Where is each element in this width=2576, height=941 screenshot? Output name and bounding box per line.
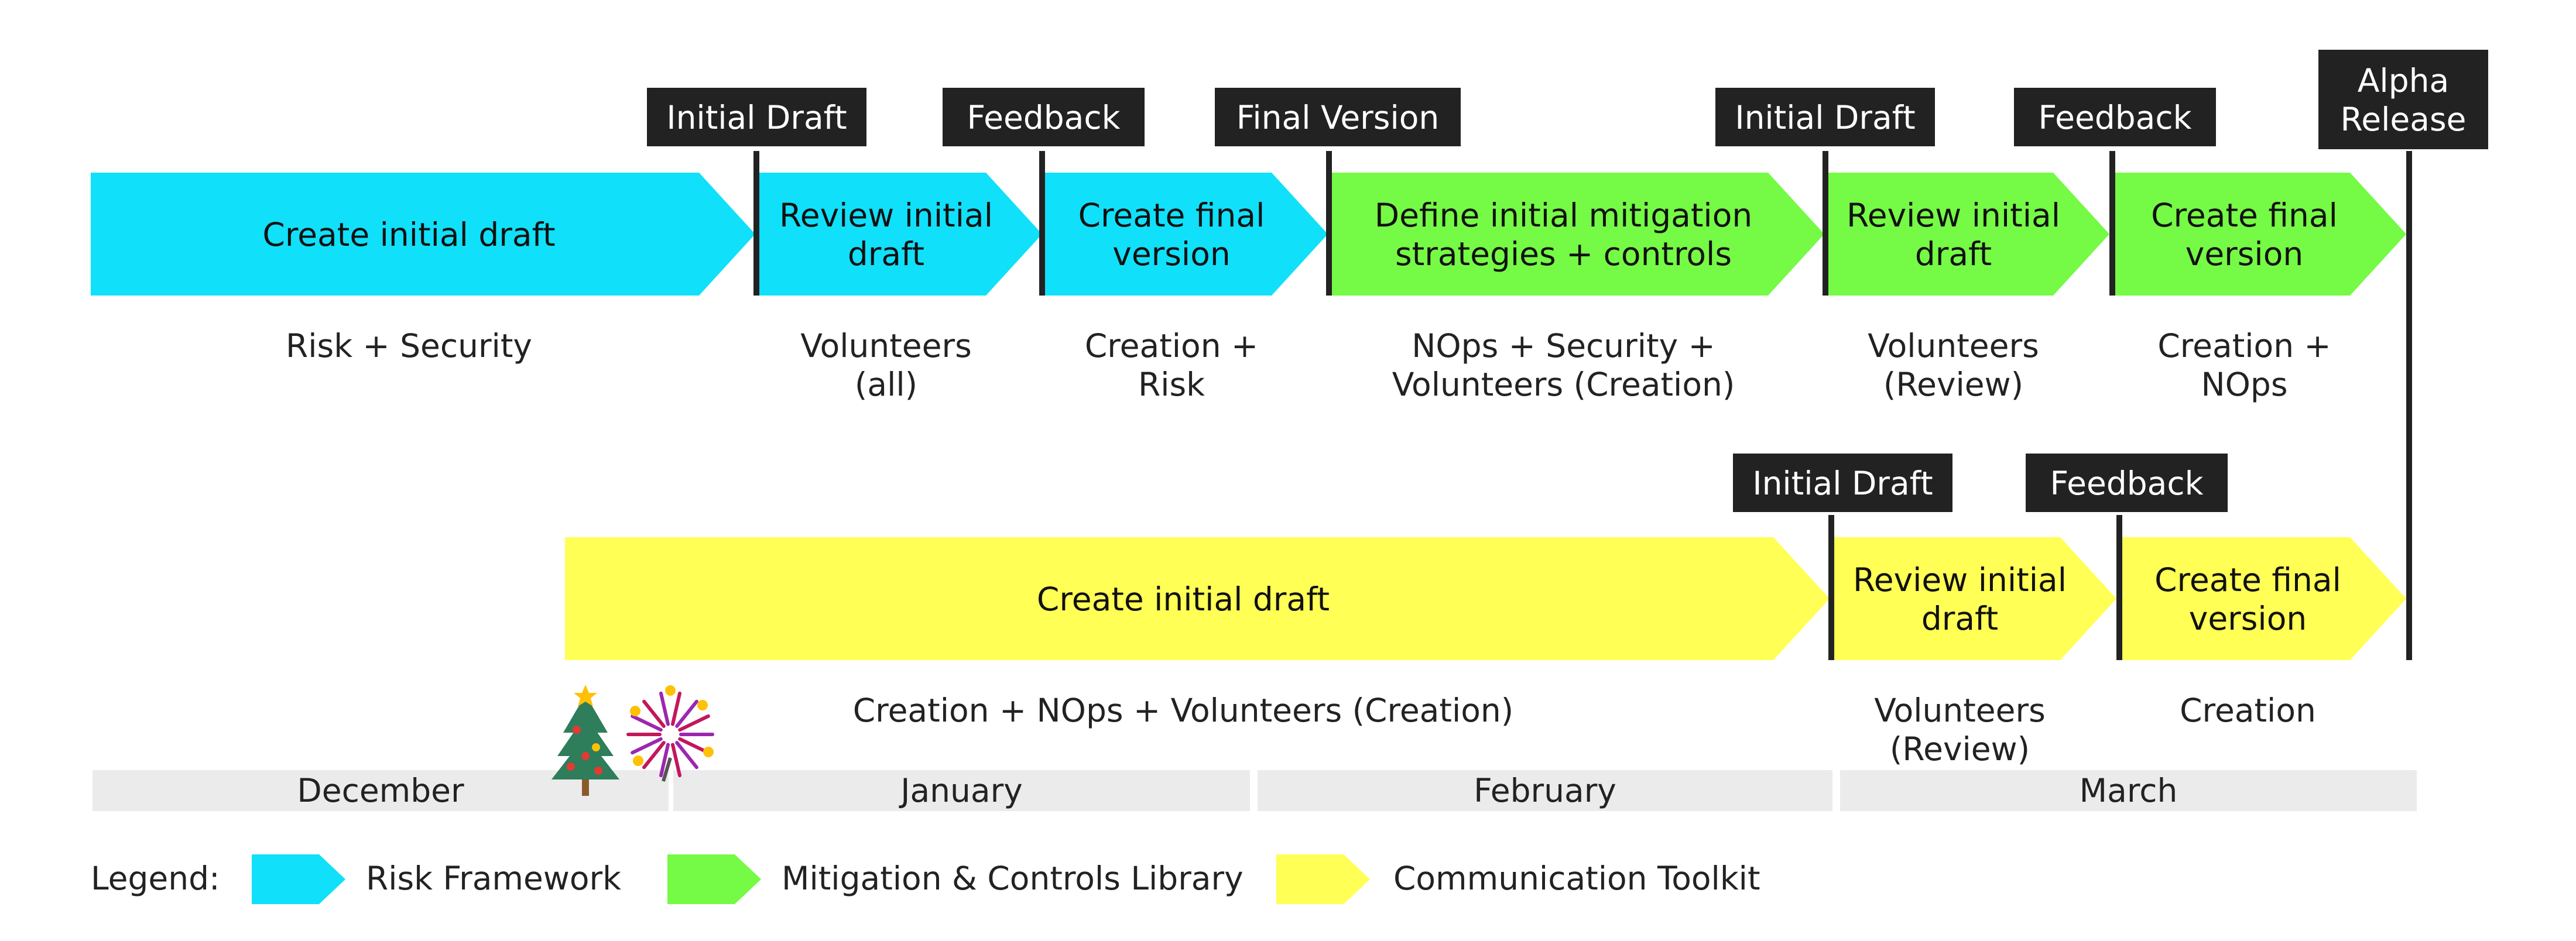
month-cell	[1840, 770, 2417, 811]
firework-ray	[631, 714, 663, 732]
month-label: December	[297, 772, 464, 809]
firework-stick	[662, 757, 672, 782]
milestone-label: Feedback	[2039, 99, 2192, 136]
milestone-label: Initial Draft	[1752, 465, 1933, 502]
phase-team-label: Volunteers(Review)	[1868, 327, 2039, 403]
firework-spark	[697, 700, 708, 710]
month-cell	[1258, 770, 1832, 811]
firework-ray	[642, 741, 666, 770]
firework-spark	[665, 685, 676, 696]
legend-swatch	[1276, 854, 1370, 904]
firework-ray	[675, 699, 698, 728]
firework-ray	[659, 691, 670, 726]
milestone-label: Feedback	[2050, 465, 2204, 502]
tree-ornament	[594, 767, 602, 775]
phase-team-label: Creation	[2180, 692, 2316, 729]
legend-swatch	[667, 854, 761, 904]
phase-team-label: NOps + Security +Volunteers (Creation)	[1392, 327, 1735, 403]
firework-ray	[659, 743, 670, 778]
legend-title: Legend:	[91, 860, 220, 897]
phase-arrow	[565, 537, 1830, 660]
tree-ornament	[581, 752, 590, 760]
month-label: March	[2080, 772, 2178, 809]
phase-team-label: Creation + NOps + Volunteers (Creation)	[853, 692, 1513, 729]
month-label: February	[1474, 772, 1616, 809]
firework-spark	[630, 706, 640, 716]
milestone-label: Final Version	[1236, 99, 1440, 136]
tree-trunk	[582, 779, 589, 796]
milestone-flag	[2014, 88, 2216, 146]
milestone-label: Initial Draft	[666, 99, 847, 136]
firework-ray	[678, 714, 710, 732]
fireworks-icon	[626, 685, 714, 782]
phase-team-label: Risk + Security	[286, 327, 532, 365]
month-cell	[673, 770, 1250, 811]
phase-team-label: Creation +NOps	[2157, 327, 2331, 403]
phase-label: Create initial draft	[1037, 581, 1330, 618]
milestone-flag	[2026, 454, 2228, 512]
phase-arrow	[91, 173, 755, 296]
milestone-flag	[1715, 88, 1935, 146]
phase-arrow	[1825, 173, 2109, 296]
tree-ornament	[567, 763, 575, 771]
christmas-tree-icon	[551, 685, 619, 796]
legend-item-label: Risk Framework	[366, 860, 621, 897]
phase-team-label: Volunteers(Review)	[1874, 692, 2046, 768]
phase-team-label: Creation +Risk	[1085, 327, 1258, 403]
month-label: January	[899, 772, 1023, 809]
milestone-flag	[647, 88, 866, 146]
phase-arrow	[1043, 173, 1328, 296]
milestone-label: Feedback	[967, 99, 1121, 136]
phase-team-label: Volunteers(all)	[800, 327, 972, 403]
firework-ray	[631, 737, 663, 755]
milestone-flag	[2318, 50, 2488, 149]
tree-layer	[563, 695, 608, 733]
phase-arrow	[1331, 173, 1824, 296]
legend-swatch	[252, 854, 345, 904]
legend-item-label: Mitigation & Controls Library	[782, 860, 1244, 897]
milestone-flag	[1215, 88, 1461, 146]
firework-ray	[642, 699, 666, 728]
tree-ornament	[573, 726, 581, 734]
firework-ray	[671, 691, 682, 726]
milestone-flag	[1733, 454, 1952, 512]
legend-item-label: Communication Toolkit	[1393, 860, 1760, 897]
phase-label: Create initial draft	[262, 216, 555, 253]
phase-arrow	[1831, 537, 2116, 660]
firework-spark	[703, 747, 714, 757]
firework-ray	[675, 741, 698, 770]
phase-arrow	[2118, 537, 2406, 660]
firework-spark	[633, 755, 643, 766]
firework-ray	[671, 743, 682, 778]
tree-star	[574, 685, 597, 706]
tree-ornament	[592, 743, 600, 751]
phase-arrow	[758, 173, 1042, 296]
milestone-label: Initial Draft	[1735, 99, 1915, 136]
milestone-flag	[943, 88, 1145, 146]
phase-arrow	[2111, 173, 2406, 296]
